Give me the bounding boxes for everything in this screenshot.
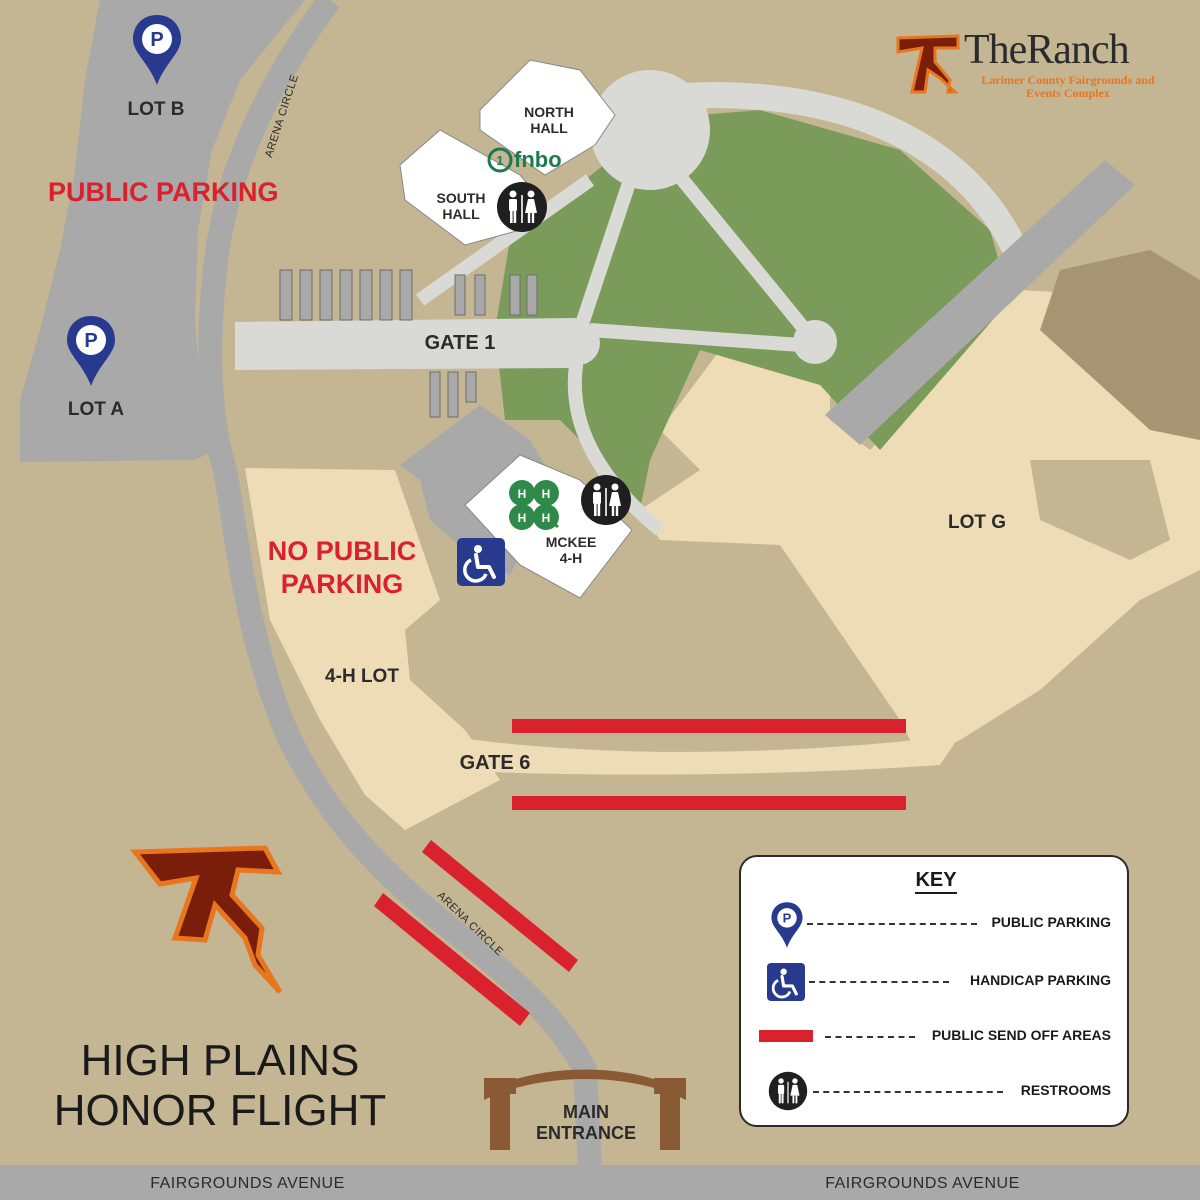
mckee-restroom-icon: [581, 475, 631, 525]
map-title: HIGH PLAINS HONOR FLIGHT: [53, 1036, 387, 1135]
roundabout: [590, 70, 710, 190]
handicap-icon: [767, 963, 805, 1001]
arena-circle-road: [198, 0, 602, 1171]
fnbo-logo-icon: 1: [487, 147, 513, 173]
brand-subtitle: Larimer County Fairgrounds and Events Co…: [981, 73, 1155, 100]
south-hall-label: SOUTH HALL: [436, 190, 486, 222]
svg-text:H: H: [542, 487, 551, 501]
lot-a-label: LOT A: [67, 399, 125, 420]
svg-text:H: H: [542, 511, 551, 525]
fnbo-label: fnbo: [514, 147, 562, 172]
restroom-icon: [768, 1071, 808, 1111]
svg-text:1: 1: [496, 153, 503, 168]
fairgrounds-avenue-west-label: FAIRGROUNDS AVENUE: [150, 1175, 345, 1192]
svg-text:H: H: [518, 487, 527, 501]
lot-g: [640, 290, 1200, 760]
public-parking-label: PUBLIC PARKING: [48, 177, 279, 207]
brand-name: TheRanch: [964, 27, 1130, 73]
map-key: KEY PUBLIC PARKING HANDICAP PARKING PUBL…: [739, 855, 1129, 1127]
key-label-public-parking: PUBLIC PARKING: [987, 914, 1111, 930]
handicap-parking-icon: [455, 536, 507, 588]
key-label-handicap: HANDICAP PARKING: [965, 972, 1111, 988]
key-row-public-parking: PUBLIC PARKING: [741, 899, 1131, 949]
gate6-label: GATE 6: [459, 752, 531, 774]
lot-g-dark-area: [1040, 250, 1200, 440]
tr-logo-icon: [129, 845, 283, 994]
north-hall-building: [479, 59, 616, 176]
east-access-road: [825, 160, 1135, 445]
send-off-bar-icon: [759, 1030, 813, 1042]
gate1-road: [235, 318, 589, 370]
south-hall-restroom-icon: [497, 182, 547, 232]
interior-paths: [415, 135, 821, 536]
lot-b-label: LOT B: [127, 99, 185, 120]
key-title: KEY: [741, 869, 1131, 894]
key-row-send-off: PUBLIC SEND OFF AREAS: [741, 1012, 1131, 1062]
lot-g-label: LOT G: [947, 512, 1007, 533]
four-h-clover-icon: H H H H: [509, 480, 559, 530]
north-hall-label: NORTH HALL: [524, 104, 574, 136]
brand-monogram-icon: [896, 34, 960, 94]
no-public-parking-label: NO PUBLIC PARKING: [267, 536, 417, 599]
key-label-send-off: PUBLIC SEND OFF AREAS: [927, 1027, 1111, 1043]
fairgrounds-avenue-east-label: FAIRGROUNDS AVENUE: [825, 1175, 1020, 1192]
main-entrance-label: MAIN ENTRANCE: [535, 1102, 636, 1143]
send-off-areas: [374, 719, 906, 1026]
mckee-label: MCKEE 4-H: [545, 534, 597, 566]
main-entrance-arch: [484, 1069, 686, 1150]
gate6-path: [440, 735, 960, 775]
svg-text:H: H: [518, 511, 527, 525]
key-label-restrooms: RESTROOMS: [1016, 1082, 1111, 1098]
key-row-restrooms: RESTROOMS: [741, 1067, 1131, 1117]
arc-road: [638, 82, 1032, 266]
parking-pin-icon: [771, 902, 803, 948]
four-h-lot: [245, 468, 500, 830]
four-h-lot-label: 4-H LOT: [325, 666, 399, 687]
fairgrounds-avenue-road: [0, 1165, 1200, 1200]
parking-stalls: [279, 269, 538, 418]
gate1-label: GATE 1: [424, 332, 496, 354]
key-row-handicap: HANDICAP PARKING: [741, 957, 1131, 1007]
